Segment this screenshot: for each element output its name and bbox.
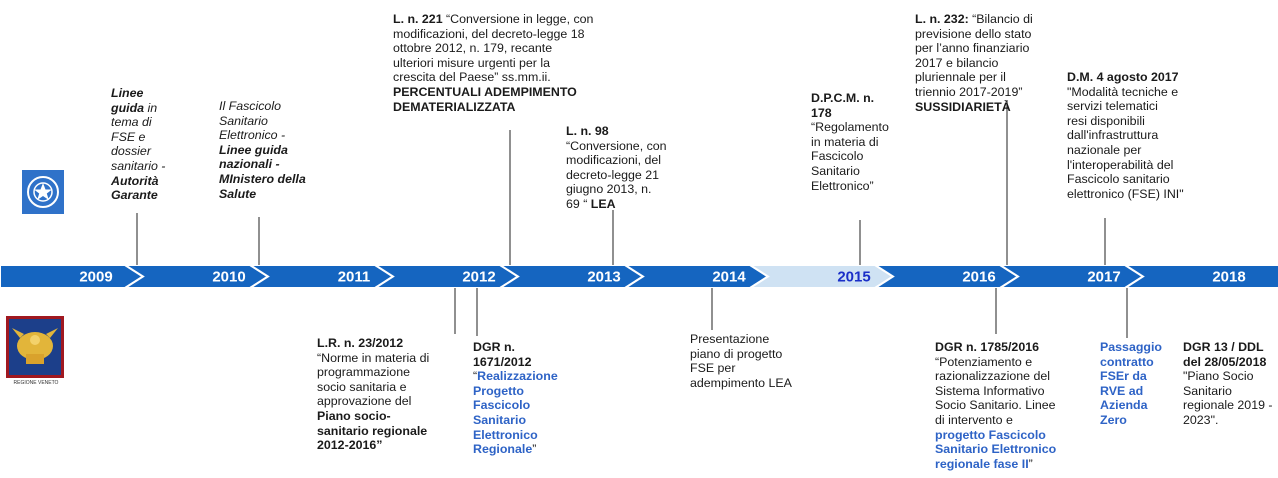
event-2014-presentazione-piano: Presentazione piano di progetto FSE per … bbox=[690, 332, 792, 390]
event-2012-legge-221: L. n. 221 “Conversione in legge, con mod… bbox=[393, 12, 594, 114]
event-2013-legge-98: L. n. 98 “Conversione, con modificazioni… bbox=[566, 124, 667, 211]
year-segment-2009 bbox=[0, 264, 145, 289]
year-label-2017: 2017 bbox=[1087, 269, 1120, 286]
year-label-2011: 2011 bbox=[338, 269, 371, 286]
year-label-2009: 2009 bbox=[79, 269, 112, 286]
event-2017-passaggio-contratto: Passaggio contratto FSEr da RVE ad Azien… bbox=[1100, 340, 1162, 427]
year-segment-2015 bbox=[746, 264, 895, 289]
event-2017-dm-4-agosto: D.M. 4 agosto 2017 "Modalità tecniche e … bbox=[1067, 70, 1184, 201]
year-segment-2014 bbox=[621, 264, 770, 289]
year-label-2012: 2012 bbox=[462, 269, 495, 286]
event-2018-dgr-13: DGR 13 / DDL del 28/05/2018 "Piano Socio… bbox=[1183, 340, 1273, 427]
year-label-2014: 2014 bbox=[712, 269, 746, 286]
event-2015-dpcm-178: D.P.C.M. n. 178 “Regolamento in materia … bbox=[811, 91, 889, 193]
year-label-2013: 2013 bbox=[587, 269, 620, 286]
year-segment-2016 bbox=[871, 264, 1020, 289]
event-2012-dgr-1671: DGR n. 1671/2012 “Realizzazione Progetto… bbox=[473, 340, 558, 457]
italian-republic-emblem-icon bbox=[22, 170, 64, 214]
year-segment-2013 bbox=[496, 264, 645, 289]
year-segment-2017 bbox=[996, 264, 1145, 289]
event-2010-linee-guida-nazionali: Il Fascicolo Sanitario Elettronico - Lin… bbox=[219, 99, 306, 201]
event-2009-linee-guida: Linee guida in tema di FSE e dossier san… bbox=[111, 86, 166, 203]
year-label-2010: 2010 bbox=[212, 269, 245, 286]
event-2016-legge-232: L. n. 232: “Bilancio di previsione dello… bbox=[915, 12, 1033, 114]
year-label-2015: 2015 bbox=[837, 269, 870, 286]
year-segment-2011 bbox=[246, 264, 395, 289]
regione-veneto-caption: REGIONE VENETO bbox=[13, 380, 59, 386]
year-segment-2010 bbox=[121, 264, 270, 289]
year-segment-2018 bbox=[1121, 264, 1278, 289]
year-label-2016: 2016 bbox=[962, 269, 995, 286]
year-segment-2012 bbox=[371, 264, 520, 289]
event-2016-dgr-1785: DGR n. 1785/2016 “Potenziamento e razion… bbox=[935, 340, 1057, 471]
veneto-lion-logo-icon bbox=[6, 316, 64, 378]
year-label-2018: 2018 bbox=[1212, 269, 1245, 286]
event-2012-lr-23: L.R. n. 23/2012 “Norme in materia di pro… bbox=[317, 336, 430, 453]
